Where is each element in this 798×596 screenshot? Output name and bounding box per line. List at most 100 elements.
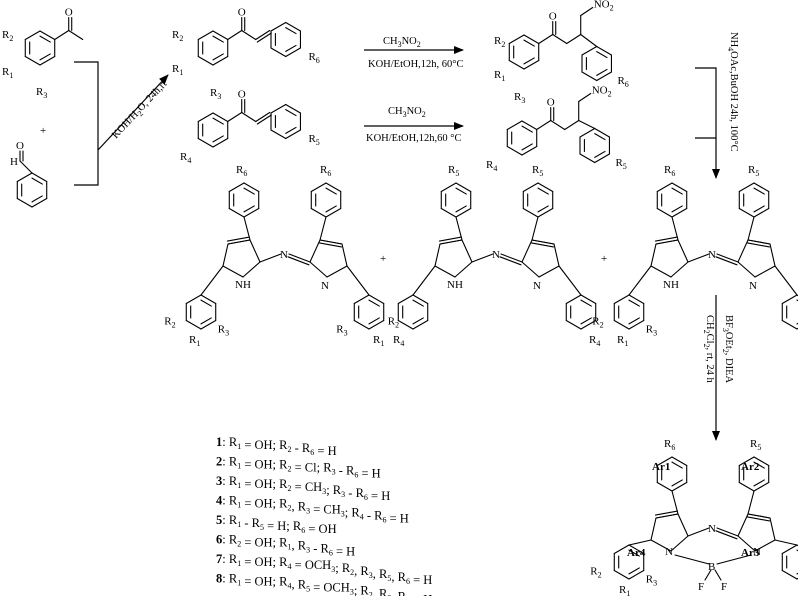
ring-bond [738, 207, 755, 218]
ring-bond [310, 182, 327, 193]
ring-bond [579, 127, 596, 138]
ring-bond [243, 182, 260, 193]
ring-bond [521, 145, 538, 156]
ring-bond [325, 207, 342, 218]
compound-list-item: 7: R1 = OH; R4 = OCH3; R2, R3, R5, R6 = … [216, 552, 432, 587]
ring-bond [16, 197, 33, 208]
atom-label: R5 [532, 164, 543, 178]
atom-label: R1 [617, 334, 628, 348]
ring-inner-bond [521, 125, 533, 133]
ring-bond [613, 544, 630, 555]
atom-label: NH [447, 279, 463, 291]
pyrrole-bond [222, 265, 244, 278]
atom-label: R4 [589, 334, 600, 348]
pyrrole-bond [521, 239, 533, 263]
ring-bond [537, 207, 554, 218]
bridge-bond [259, 253, 282, 263]
molecular-bonds [16, 6, 798, 581]
pyrrole-bond [737, 239, 749, 263]
double-bond [255, 29, 271, 41]
ring-bond [537, 182, 554, 193]
bond [536, 119, 552, 131]
ring-bond [753, 207, 770, 218]
bond [227, 29, 243, 41]
ring-bond [581, 71, 598, 82]
bond [538, 33, 554, 45]
ring-bond [753, 456, 770, 467]
ring-bond [243, 207, 260, 218]
pyrrole-bond [670, 261, 689, 278]
ring-bond [212, 30, 229, 41]
ring-bond [781, 294, 798, 305]
double-bond [499, 256, 522, 266]
double-bond [715, 256, 738, 266]
atom-label: O [16, 140, 24, 152]
atom-label: N [708, 249, 716, 261]
bond [412, 265, 436, 296]
double-bond [716, 253, 739, 263]
ring-bond [506, 145, 523, 156]
nitro-reagent-2: CH3NO2 [388, 106, 426, 119]
ring-inner-bond [753, 187, 765, 195]
ring-inner-bond [200, 317, 212, 325]
atom-label: R6 [308, 51, 319, 65]
ring-inner-bond [596, 68, 608, 76]
ring-bond [270, 47, 287, 58]
aldol-bracket [74, 61, 99, 186]
atom-label: R2 [590, 566, 601, 580]
ring-bond [325, 182, 342, 193]
nitro-condition-1: KOH/EtOH,12h, 60°C [368, 59, 464, 70]
atom-label: R5 [750, 438, 761, 452]
atom-label: R5 [448, 164, 459, 178]
bond [747, 490, 755, 515]
double-bond [747, 239, 771, 245]
atom-label: N [753, 546, 761, 558]
ring-bond [197, 137, 214, 148]
ring-bond [579, 153, 596, 164]
ring-bond [753, 481, 770, 492]
double-bond [256, 114, 272, 125]
ring-bond [656, 481, 673, 492]
ring-inner-bond [455, 205, 467, 213]
ring-inner-bond [243, 205, 255, 213]
ring-inner-bond [31, 177, 43, 185]
ring-bond [440, 182, 457, 193]
pyrrole-bond [650, 243, 657, 267]
bond [346, 265, 370, 296]
ring-inner-bond [412, 317, 424, 325]
bond [566, 33, 582, 45]
ring-bond [353, 319, 370, 330]
atom-label: N [321, 280, 329, 292]
pyrrole-bond [737, 513, 749, 537]
ring-bond [228, 207, 245, 218]
boron-bond [716, 554, 752, 565]
bond [227, 111, 243, 123]
bond [200, 265, 224, 296]
aldol-condition: KOH/H2O, 24h,rt [110, 79, 171, 143]
pyrrole-bond [538, 265, 560, 278]
ring-inner-bond [671, 479, 683, 487]
atom-label: R1 [172, 63, 183, 77]
double-bond [439, 239, 463, 245]
ring-inner-bond [596, 51, 608, 59]
ring-inner-bond [523, 39, 535, 47]
pyrrole-bond [434, 265, 456, 278]
atom-label: R2 [592, 316, 603, 330]
plus-sign: + [601, 253, 607, 265]
cyclization-bracket [695, 67, 717, 139]
pyrrole-bond [737, 535, 756, 552]
atom-label: R2 [172, 29, 183, 43]
ring-inner-bond [671, 461, 683, 469]
ring-inner-bond [368, 317, 380, 325]
ring-bond [397, 319, 414, 330]
atom-label: N [280, 249, 288, 261]
pyrrole-bond [754, 265, 776, 278]
atom-label: R6 [664, 438, 675, 452]
ring-bond [455, 182, 472, 193]
ring-bond [613, 319, 630, 330]
bond [319, 216, 327, 241]
conditions: KOH/H2O, 24h,rt CH3NO2 KOH/EtOH,12h, 60°… [110, 32, 739, 384]
bridge-bond [471, 253, 494, 263]
double-bond [227, 239, 251, 245]
ring-inner-bond [368, 299, 380, 307]
